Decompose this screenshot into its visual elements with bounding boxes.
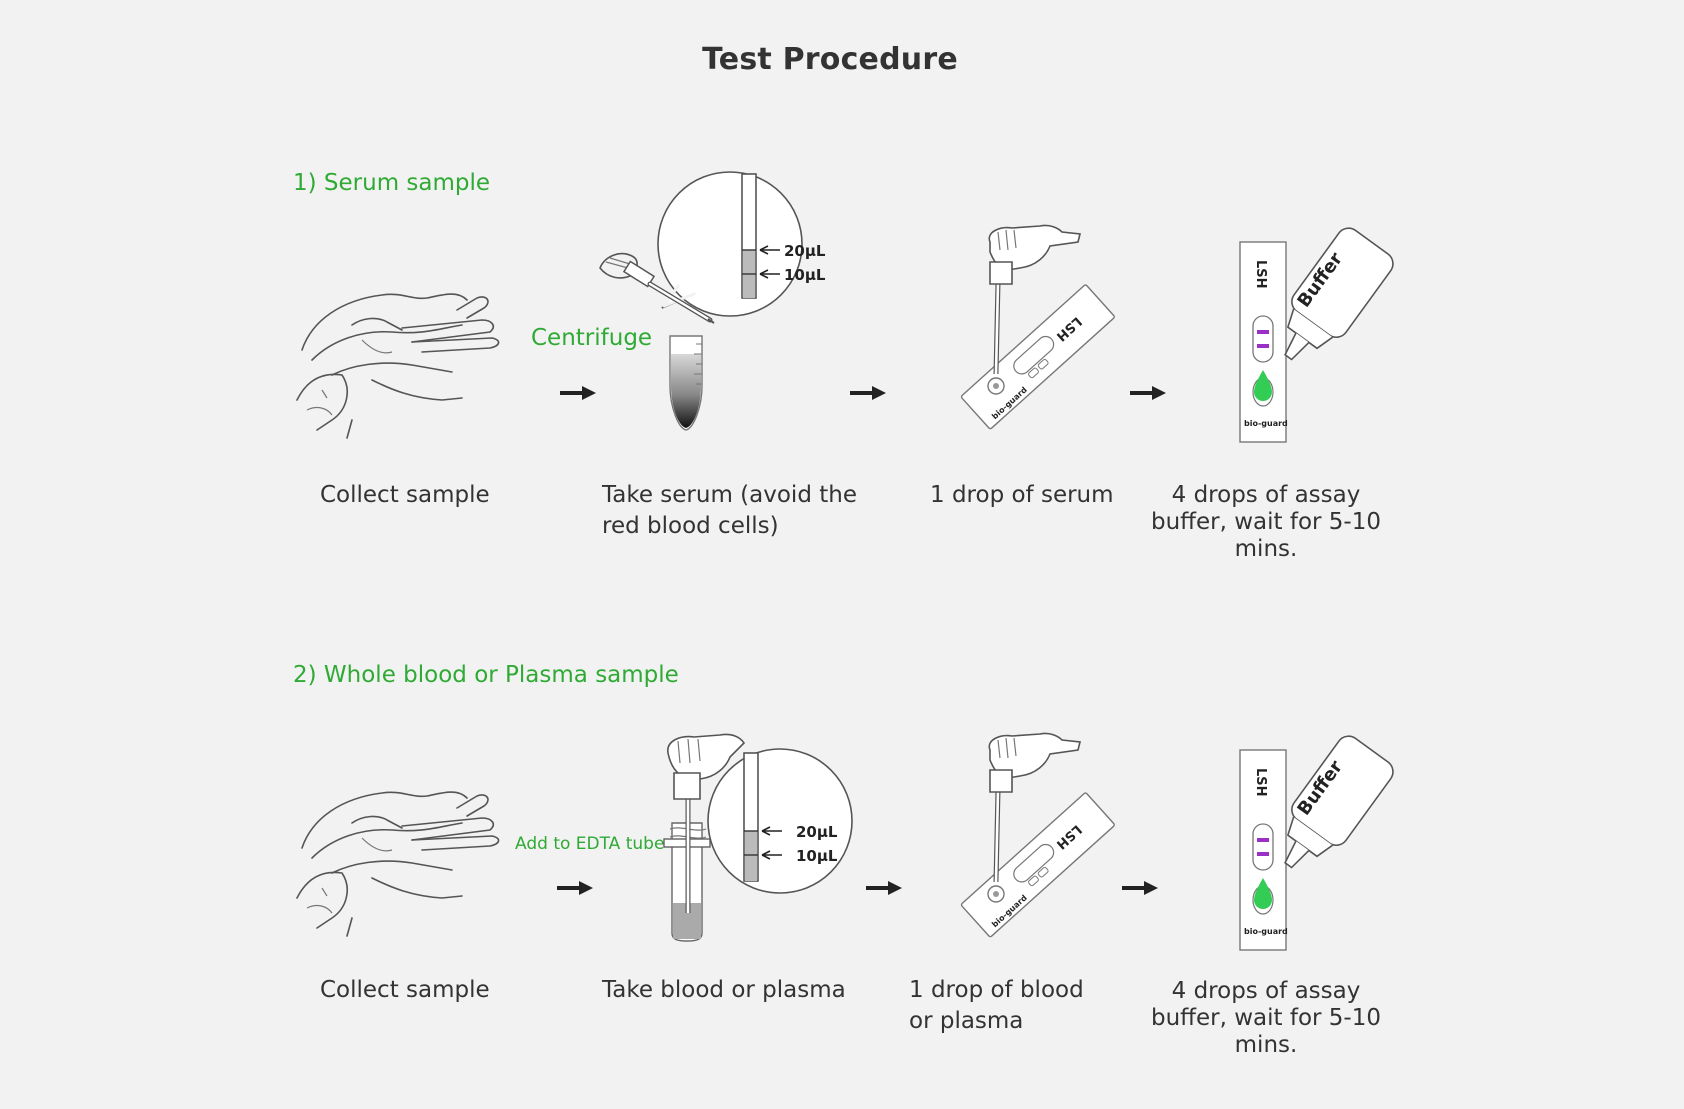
brand-logo: bio-guard bbox=[1244, 927, 1288, 936]
step-caption: 1 drop of serum bbox=[930, 482, 1114, 508]
collect-sample-illustration bbox=[296, 293, 500, 439]
arrow-icon bbox=[1130, 386, 1166, 400]
buffer-drops-illustration: LSH bio-guard Buffer bbox=[1239, 735, 1394, 951]
arrow-icon bbox=[560, 386, 596, 400]
device-label: LSH bbox=[1253, 768, 1268, 797]
collect-sample-illustration bbox=[296, 791, 500, 937]
section-heading-whole-blood: 2) Whole blood or Plasma sample bbox=[293, 662, 679, 688]
volume-mark-10: 10µL bbox=[796, 847, 838, 865]
volume-mark-10: 10µL bbox=[784, 266, 826, 284]
step-caption: 1 drop of blood or plasma bbox=[909, 977, 1084, 1034]
step-caption: 4 drops of assay buffer, wait for 5-10 m… bbox=[1150, 978, 1381, 1058]
serum-drop-illustration: LSH bio-guard bbox=[960, 224, 1115, 430]
arrow-icon bbox=[866, 881, 902, 895]
step-caption: Take serum (avoid the red blood cells) bbox=[602, 482, 857, 539]
edta-label: Add to EDTA tube bbox=[515, 834, 665, 854]
arrow-icon bbox=[1122, 881, 1158, 895]
section-heading-serum: 1) Serum sample bbox=[293, 170, 491, 196]
buffer-drops-illustration: LSH bio-guard Buffer bbox=[1239, 227, 1394, 443]
arrow-icon bbox=[557, 881, 593, 895]
step-caption: Collect sample bbox=[320, 977, 490, 1003]
arrow-icon bbox=[850, 386, 886, 400]
brand-logo: bio-guard bbox=[1244, 419, 1288, 428]
blood-drop-illustration: LSH bio-guard bbox=[960, 732, 1115, 938]
plasma-pipette-illustration: 20µL 10µL bbox=[663, 733, 853, 942]
step-caption: Collect sample bbox=[320, 482, 490, 508]
volume-mark-20: 20µL bbox=[796, 823, 838, 841]
page-title: Test Procedure bbox=[702, 42, 958, 77]
serum-pipette-illustration: 20µL 10µL bbox=[599, 171, 826, 431]
volume-mark-20: 20µL bbox=[784, 242, 826, 260]
device-label: LSH bbox=[1253, 260, 1268, 289]
centrifuge-label: Centrifuge bbox=[531, 325, 653, 351]
step-caption: Take blood or plasma bbox=[602, 977, 846, 1003]
step-caption: 4 drops of assay buffer, wait for 5-10 m… bbox=[1150, 482, 1381, 562]
